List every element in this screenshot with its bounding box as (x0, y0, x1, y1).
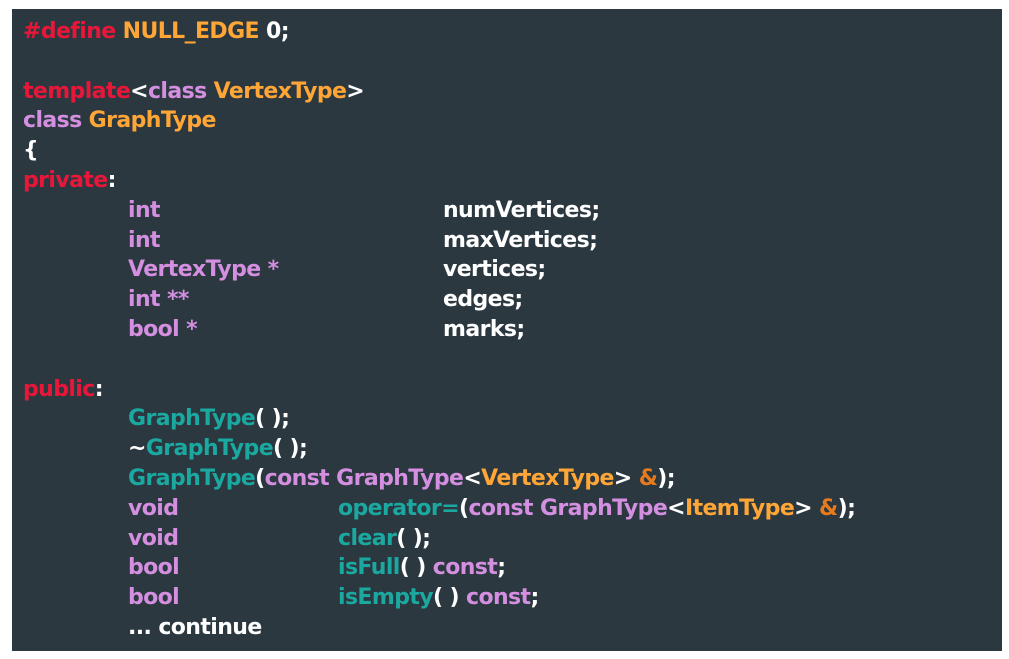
macro-name: NULL_EDGE (115, 19, 260, 44)
code-line-member: int maxVertices; (23, 226, 1002, 256)
member-name: edges; (443, 287, 523, 313)
semicolon: ; (497, 555, 506, 581)
code-line-member: bool * marks; (23, 315, 1002, 345)
code-line-private: private: (23, 166, 1002, 196)
template-keyword: template (23, 78, 131, 104)
open-brace: { (23, 138, 39, 164)
function-name: GraphType (128, 465, 256, 491)
class-keyword: class (147, 78, 207, 104)
member-name: numVertices; (443, 197, 600, 223)
function-name: isEmpty (338, 585, 434, 611)
angle-close: > (346, 78, 365, 104)
param-class: GraphType (532, 495, 668, 521)
paren-close: ); (837, 495, 856, 521)
class-keyword: class (23, 108, 82, 134)
member-type: int (128, 197, 161, 223)
const-keyword: const (466, 585, 531, 611)
function-name: clear (338, 525, 397, 551)
param-class: GraphType (329, 465, 464, 491)
parens: ( ); (396, 525, 431, 551)
reference-amp: & (819, 495, 838, 521)
function-name: GraphType (145, 436, 274, 462)
code-line-clear: void clear( ); (23, 524, 1002, 554)
angle-close: > (794, 495, 820, 521)
code-line-template: template<class VertexType> (23, 77, 1002, 107)
code-line-member: VertexType * vertices; (23, 255, 1002, 285)
member-name: maxVertices; (443, 227, 598, 253)
code-line-blank (23, 47, 1002, 77)
code-panel: #define NULL_EDGE 0; template<class Vert… (12, 9, 1002, 651)
macro-value: 0; (258, 19, 290, 44)
code-line-member: int numVertices; (23, 196, 1002, 226)
member-type: int ** (128, 287, 189, 313)
template-arg: VertexType (481, 465, 614, 491)
code-line-class: class GraphType (23, 106, 1002, 136)
tilde: ~ (128, 436, 146, 462)
function-name: operator= (338, 495, 460, 521)
paren-close: ); (657, 465, 675, 491)
const-keyword: const (468, 495, 533, 521)
return-type: bool (128, 585, 180, 611)
colon: : (94, 376, 104, 402)
angle-close: > (613, 465, 639, 491)
code-line-brace: { (23, 136, 1002, 166)
code-line-destructor: ~GraphType( ); (23, 434, 1002, 464)
code-line-continue: ... continue (23, 613, 1002, 643)
angle-open: < (463, 465, 482, 491)
parens: ( ) (433, 585, 467, 611)
return-type: void (128, 525, 179, 551)
private-keyword: private (23, 167, 108, 193)
code-line-define: #define NULL_EDGE 0; (23, 17, 1002, 47)
member-name: vertices; (443, 257, 546, 283)
template-arg: ItemType (684, 495, 795, 521)
code-line-copy-constructor: GraphType(const GraphType<VertexType> &)… (23, 464, 1002, 494)
template-param: VertexType (206, 78, 347, 104)
reference-amp: & (638, 465, 658, 491)
paren-open: ( (459, 495, 469, 521)
colon: : (107, 167, 117, 193)
function-name: isFull (338, 555, 400, 581)
code-line-constructor: GraphType( ); (23, 404, 1002, 434)
parens: ( ) (399, 555, 433, 581)
public-keyword: public (23, 376, 95, 402)
return-type: void (128, 495, 179, 521)
angle-open: < (130, 78, 148, 104)
continue-text: ... continue (128, 614, 262, 640)
class-name: GraphType (81, 108, 217, 134)
function-name: GraphType (128, 406, 256, 432)
code-line-blank (23, 345, 1002, 375)
paren-open: ( (255, 465, 265, 491)
const-keyword: const (432, 555, 498, 581)
angle-open: < (667, 495, 685, 521)
const-keyword: const (264, 465, 330, 491)
member-name: marks; (443, 316, 525, 342)
code-line-isempty: bool isEmpty( ) const; (23, 583, 1002, 613)
semicolon: ; (530, 585, 539, 611)
define-directive: #define (23, 19, 116, 44)
member-type: int (128, 227, 161, 253)
code-line-isfull: bool isFull( ) const; (23, 553, 1002, 583)
code-line-member: int ** edges; (23, 285, 1002, 315)
code-line-public: public: (23, 375, 1002, 405)
member-type: VertexType * (128, 257, 279, 283)
parens: ( ); (273, 436, 308, 462)
parens: ( ); (255, 406, 290, 432)
member-type: bool * (128, 316, 198, 342)
return-type: bool (128, 555, 180, 581)
